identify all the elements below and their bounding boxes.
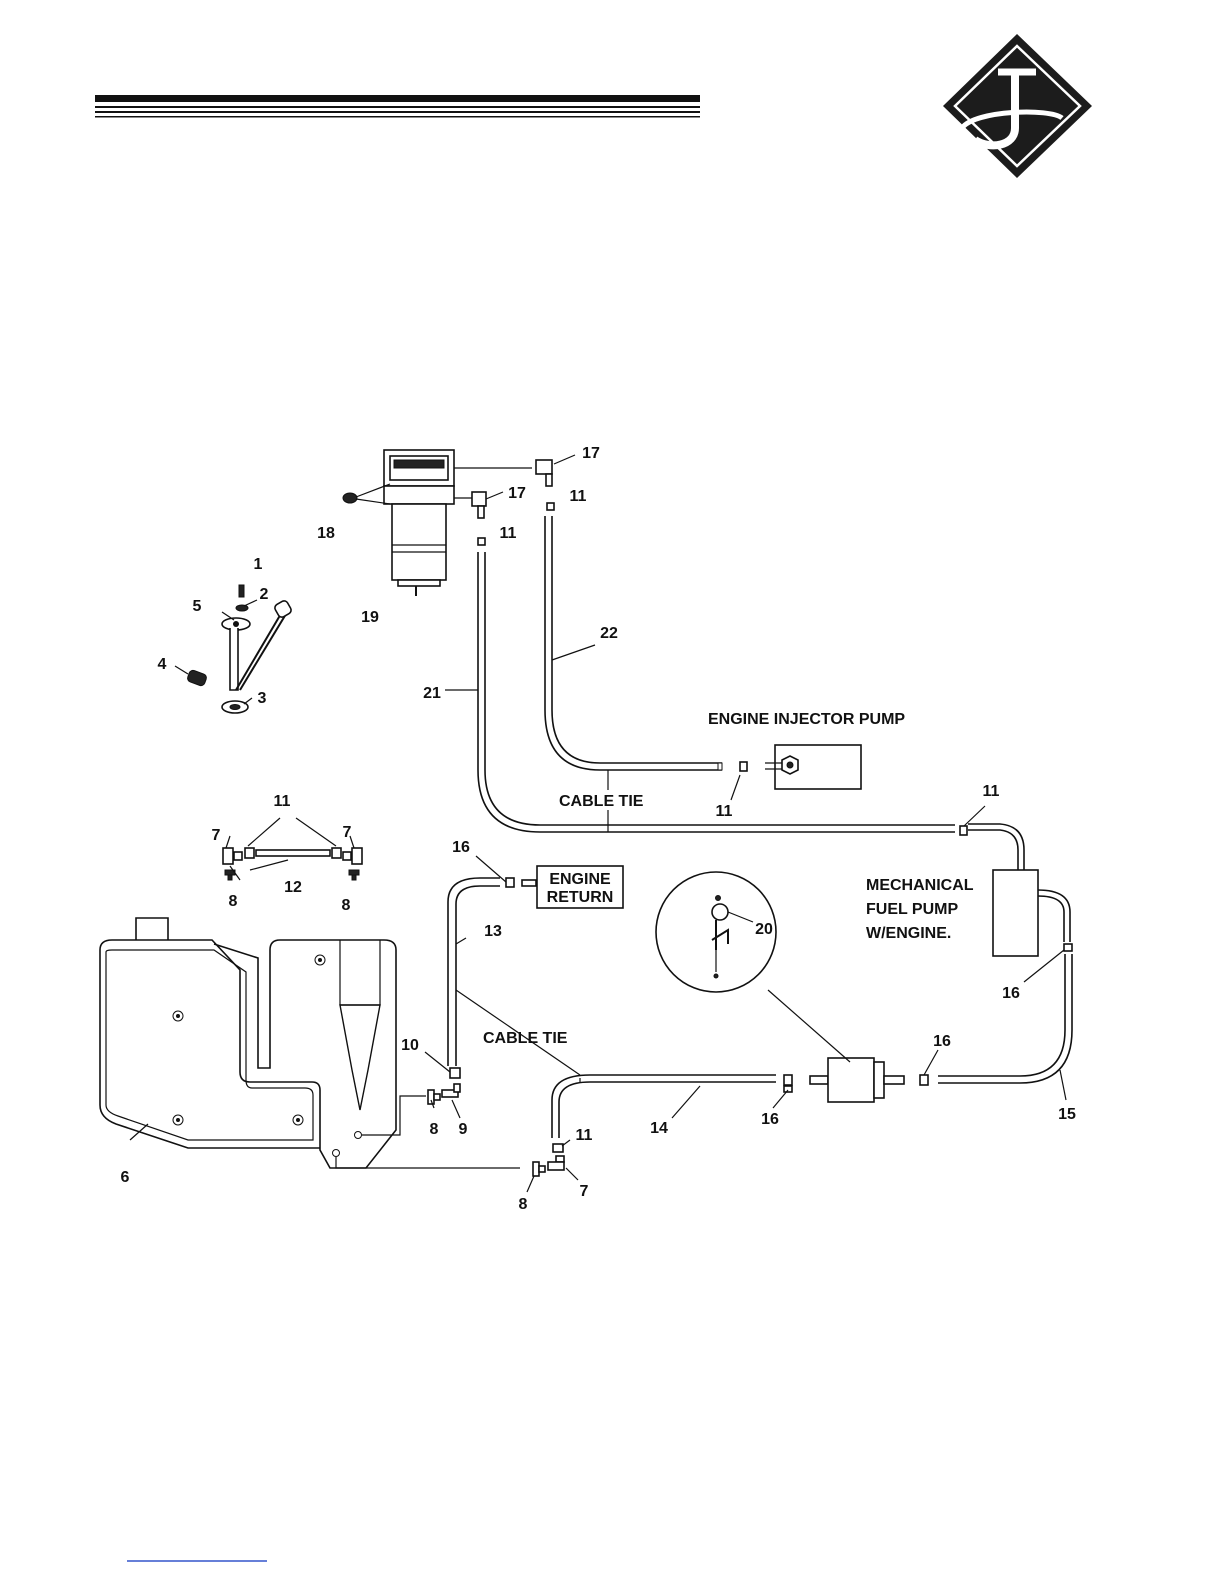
- mechanical-pump-label-line2: FUEL PUMP: [866, 901, 958, 918]
- callout-14: 14: [650, 1120, 668, 1137]
- callout-16-d: 16: [761, 1111, 779, 1128]
- callout-8-right: 8: [342, 897, 351, 914]
- cable-tie-label-upper: CABLE TIE: [559, 793, 644, 810]
- fuel-tank: [100, 918, 520, 1168]
- fuel-sender-assembly: [186, 585, 292, 713]
- callout-7-left: 7: [212, 827, 221, 844]
- callout-2: 2: [260, 586, 269, 603]
- fuel-filter-assembly: [384, 450, 532, 596]
- callout-11-f: 11: [576, 1127, 593, 1144]
- fuel-hose-22-inner: [552, 516, 722, 763]
- fuel-hose-22: [545, 516, 722, 770]
- callout-13: 13: [484, 923, 502, 940]
- callout-8-bottom: 8: [519, 1196, 528, 1213]
- callout-16-a: 16: [452, 839, 470, 856]
- engine-return-label-line2: RETURN: [547, 889, 614, 906]
- bleed-screw: [343, 484, 390, 504]
- fuel-hose-21-inner: [485, 552, 955, 825]
- fuel-hose-15: [938, 954, 1072, 1083]
- tube-assembly: [223, 848, 362, 880]
- callout-3: 3: [258, 690, 267, 707]
- tee-fitting-lower: [472, 492, 486, 518]
- callout-8-mid: 8: [430, 1121, 439, 1138]
- engine-injector-pump-label: ENGINE INJECTOR PUMP: [708, 711, 905, 728]
- callout-11-d: 11: [716, 803, 733, 820]
- callout-17-a: 17: [582, 445, 600, 462]
- callout-7-right: 7: [343, 824, 352, 841]
- callout-numbers: 1 2 3 4 5 6 7 7 7 8 8 8 8 9 10 11 11 11 …: [121, 445, 1076, 1213]
- callout-5: 5: [193, 598, 202, 615]
- mechanical-pump-label-line1: MECHANICAL: [866, 877, 974, 894]
- callout-8-left: 8: [229, 893, 238, 910]
- callout-18: 18: [317, 525, 335, 542]
- callout-20: 20: [755, 921, 773, 938]
- engine-injector-pump: [765, 745, 861, 789]
- callout-11-b: 11: [500, 525, 517, 542]
- callout-11-a: 11: [570, 488, 587, 505]
- callout-19: 19: [361, 609, 379, 626]
- callout-4: 4: [158, 656, 167, 673]
- callout-22: 22: [600, 625, 618, 642]
- callout-12: 12: [284, 879, 302, 896]
- callout-1: 1: [254, 556, 263, 573]
- callout-16-b: 16: [1002, 985, 1020, 1002]
- jd-diamond-logo-icon: [943, 34, 1092, 178]
- fuel-hose-21: [478, 552, 955, 832]
- callout-15: 15: [1058, 1106, 1076, 1123]
- cable-tie-label-lower: CABLE TIE: [483, 1030, 568, 1047]
- fuel-hose-15-inner: [938, 954, 1065, 1076]
- callout-16-c: 16: [933, 1033, 951, 1050]
- engine-return-label-line1: ENGINE: [549, 871, 611, 888]
- callout-21: 21: [423, 685, 441, 702]
- mechanical-pump-label-line3: W/ENGINE.: [866, 925, 951, 942]
- header-rule: [95, 95, 700, 118]
- callout-11-e: 11: [983, 783, 1000, 800]
- tee-fitting-upper: [536, 460, 552, 486]
- inline-fuel-filter: [784, 1058, 928, 1102]
- callout-17-b: 17: [508, 485, 526, 502]
- detail-circle: [656, 872, 850, 1062]
- callout-10: 10: [401, 1037, 419, 1054]
- callout-9: 9: [459, 1121, 468, 1138]
- callout-7-bottom: 7: [580, 1183, 589, 1200]
- mechanical-fuel-pump: [968, 824, 1072, 956]
- callout-6: 6: [121, 1169, 130, 1186]
- callout-11-c: 11: [274, 793, 291, 810]
